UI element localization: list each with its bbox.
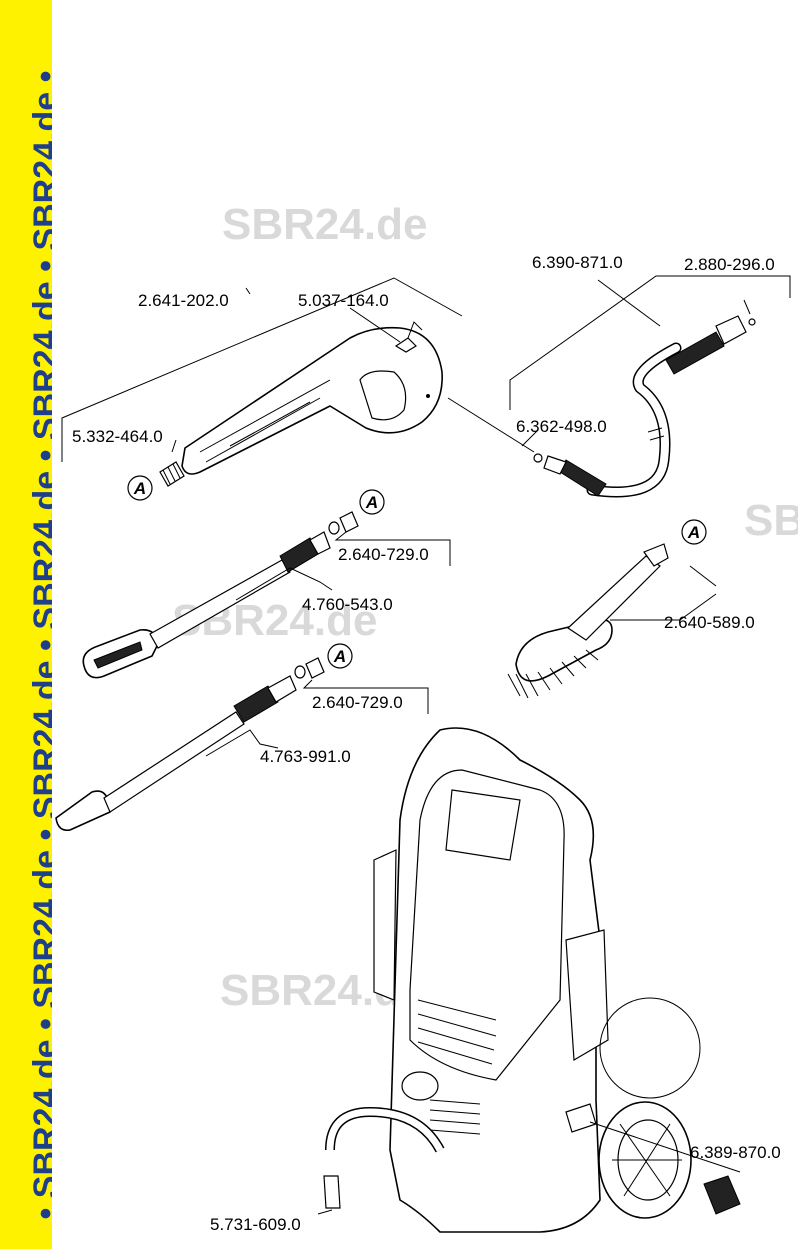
watermark-4: SB <box>744 496 798 545</box>
wash-brush-drawing <box>507 543 669 699</box>
part-label-10: 2.640-729.0 <box>312 693 403 712</box>
spray-gun-drawing <box>159 321 443 487</box>
part-label-5: 5.332-464.0 <box>72 427 163 446</box>
svg-text:A: A <box>333 647 346 666</box>
callout-a-4: A <box>681 519 707 545</box>
svg-text:A: A <box>133 479 146 498</box>
part-label-13: 5.731-609.0 <box>210 1215 301 1234</box>
part-label-11: 4.763-991.0 <box>260 747 351 766</box>
callout-a-3: A <box>327 643 353 669</box>
pressure-washer-body-drawing <box>323 727 741 1233</box>
part-label-3: 6.390-871.0 <box>532 253 623 272</box>
part-label-4: 2.880-296.0 <box>684 255 775 274</box>
leader-lines <box>61 275 791 1215</box>
part-label-2: 5.037-164.0 <box>298 291 389 310</box>
svg-text:A: A <box>687 523 700 542</box>
callout-a-1: A <box>127 475 153 501</box>
watermark-1: SBR24.de <box>222 200 428 249</box>
spray-lance-drawing <box>82 511 359 679</box>
part-label-7: 2.640-729.0 <box>338 545 429 564</box>
part-label-8: 4.760-543.0 <box>302 595 393 614</box>
hose-drawing <box>533 315 756 498</box>
sidebar-banner: • SBR24.de • SBR24.de • SBR24.de • SBR24… <box>0 0 52 1249</box>
svg-text:A: A <box>365 493 378 512</box>
callout-a-2: A <box>359 489 385 515</box>
part-label-9: 2.640-589.0 <box>664 613 755 632</box>
part-label-12: 6.389-870.0 <box>690 1143 781 1162</box>
part-label-1: 2.641-202.0 <box>138 291 229 310</box>
part-labels: 2.641-202.0 5.037-164.0 6.390-871.0 2.88… <box>72 253 781 1234</box>
dirt-blaster-drawing <box>55 657 325 832</box>
callout-markers: A A A A <box>127 475 707 669</box>
part-label-6: 6.362-498.0 <box>516 417 607 436</box>
